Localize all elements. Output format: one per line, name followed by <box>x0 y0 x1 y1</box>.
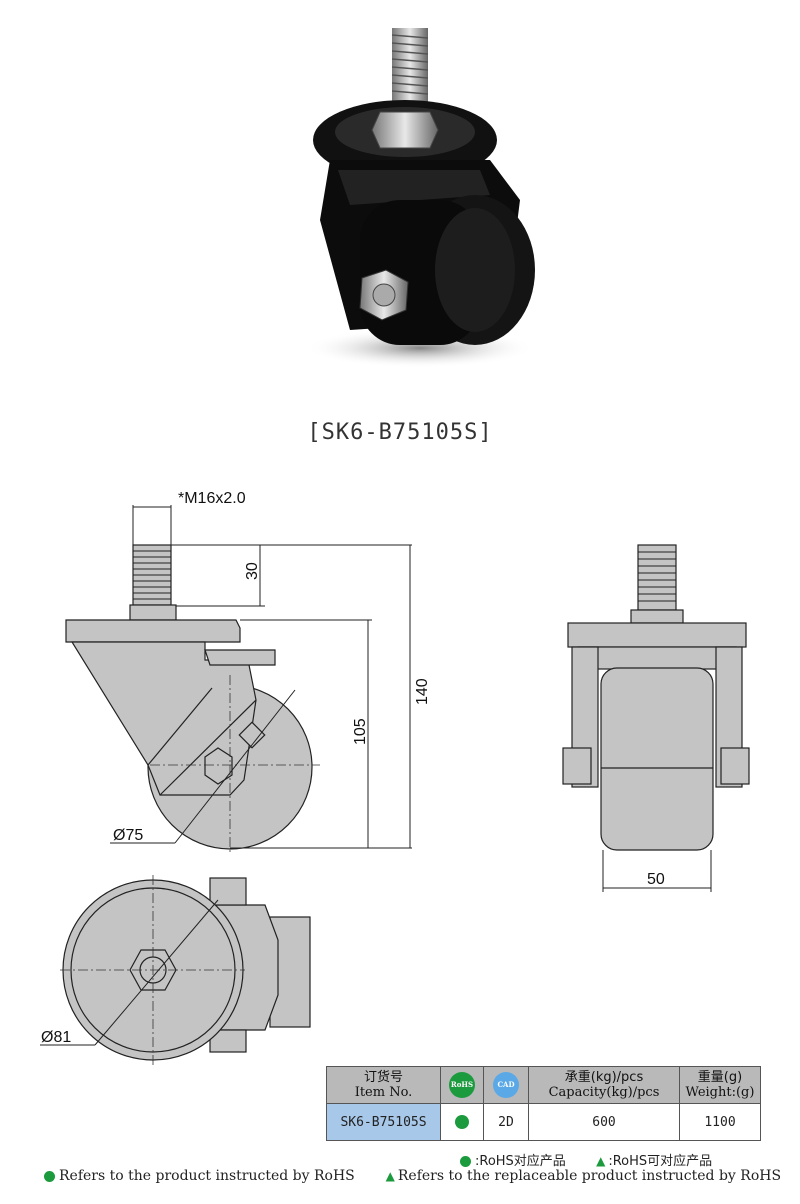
technical-drawing: *M16x2.0 30 105 140 Ø75 50 <box>40 490 750 1065</box>
wheel-diameter-label: Ø75 <box>113 827 143 844</box>
table-row: SK6-B75105S 2D 600 1100 <box>326 1103 761 1141</box>
swivel-diameter-label: Ø81 <box>41 1029 71 1046</box>
rohs-badge-icon: RoHS <box>449 1072 475 1098</box>
legend-replaceable-cn: :RoHS可对应产品 <box>608 1154 713 1169</box>
cad-cell: 2D <box>483 1103 529 1141</box>
weight-cell: 1100 <box>679 1103 761 1141</box>
header-cad: CAD <box>483 1066 529 1104</box>
rohs-dot-icon <box>44 1170 55 1182</box>
thread-dim-label: *M16x2.0 <box>178 490 246 507</box>
legend-rohs-en: Refers to the product instructed by RoHS <box>59 1168 355 1184</box>
header-capacity-en: Capacity(kg)/pcs <box>548 1085 660 1100</box>
model-caption: [SK6-B75105S] <box>307 420 493 445</box>
header-capacity: 承重(kg)/pcs Capacity(kg)/pcs <box>528 1066 680 1104</box>
total-height-label: 140 <box>414 678 431 705</box>
legend-chinese: :RoHS对应产品 ▲:RoHS可对应产品 <box>460 1150 712 1169</box>
cad-badge-icon: CAD <box>493 1072 519 1098</box>
item-no-cell: SK6-B75105S <box>326 1103 441 1141</box>
capacity-cell: 600 <box>528 1103 680 1141</box>
rohs-compliant-dot-icon <box>455 1115 469 1129</box>
header-capacity-cn: 承重(kg)/pcs <box>564 1070 644 1085</box>
header-weight: 重量(g) Weight:(g) <box>679 1066 761 1104</box>
top-view <box>62 877 311 1061</box>
wheel-width-label: 50 <box>647 871 665 888</box>
legend-replaceable-en: Refers to the replaceable product instru… <box>397 1168 782 1184</box>
table-header-row: 订货号 Item No. RoHS CAD 承重(kg)/pcs Capacit… <box>326 1066 761 1104</box>
spec-table: 订货号 Item No. RoHS CAD 承重(kg)/pcs Capacit… <box>326 1066 761 1141</box>
header-item-en: Item No. <box>354 1085 413 1100</box>
stem-length-label: 30 <box>244 562 261 580</box>
legend-rohs-cn: :RoHS对应产品 <box>475 1154 566 1169</box>
header-item-cn: 订货号 <box>363 1070 403 1085</box>
header-rohs: RoHS <box>440 1066 484 1104</box>
rohs-cell <box>440 1103 484 1141</box>
front-view <box>562 544 750 851</box>
side-view <box>65 544 313 850</box>
legend-english: Refers to the product instructed by RoHS… <box>44 1168 781 1184</box>
triangle-icon: ▲ <box>596 1154 606 1168</box>
header-weight-cn: 重量(g) <box>697 1070 743 1085</box>
wheel-height-label: 105 <box>352 718 369 745</box>
header-weight-en: Weight:(g) <box>685 1085 755 1100</box>
caster-product-photo <box>305 28 535 368</box>
rohs-dot-icon <box>460 1156 471 1167</box>
header-item-no: 订货号 Item No. <box>326 1066 441 1104</box>
triangle-icon: ▲ <box>385 1169 395 1183</box>
